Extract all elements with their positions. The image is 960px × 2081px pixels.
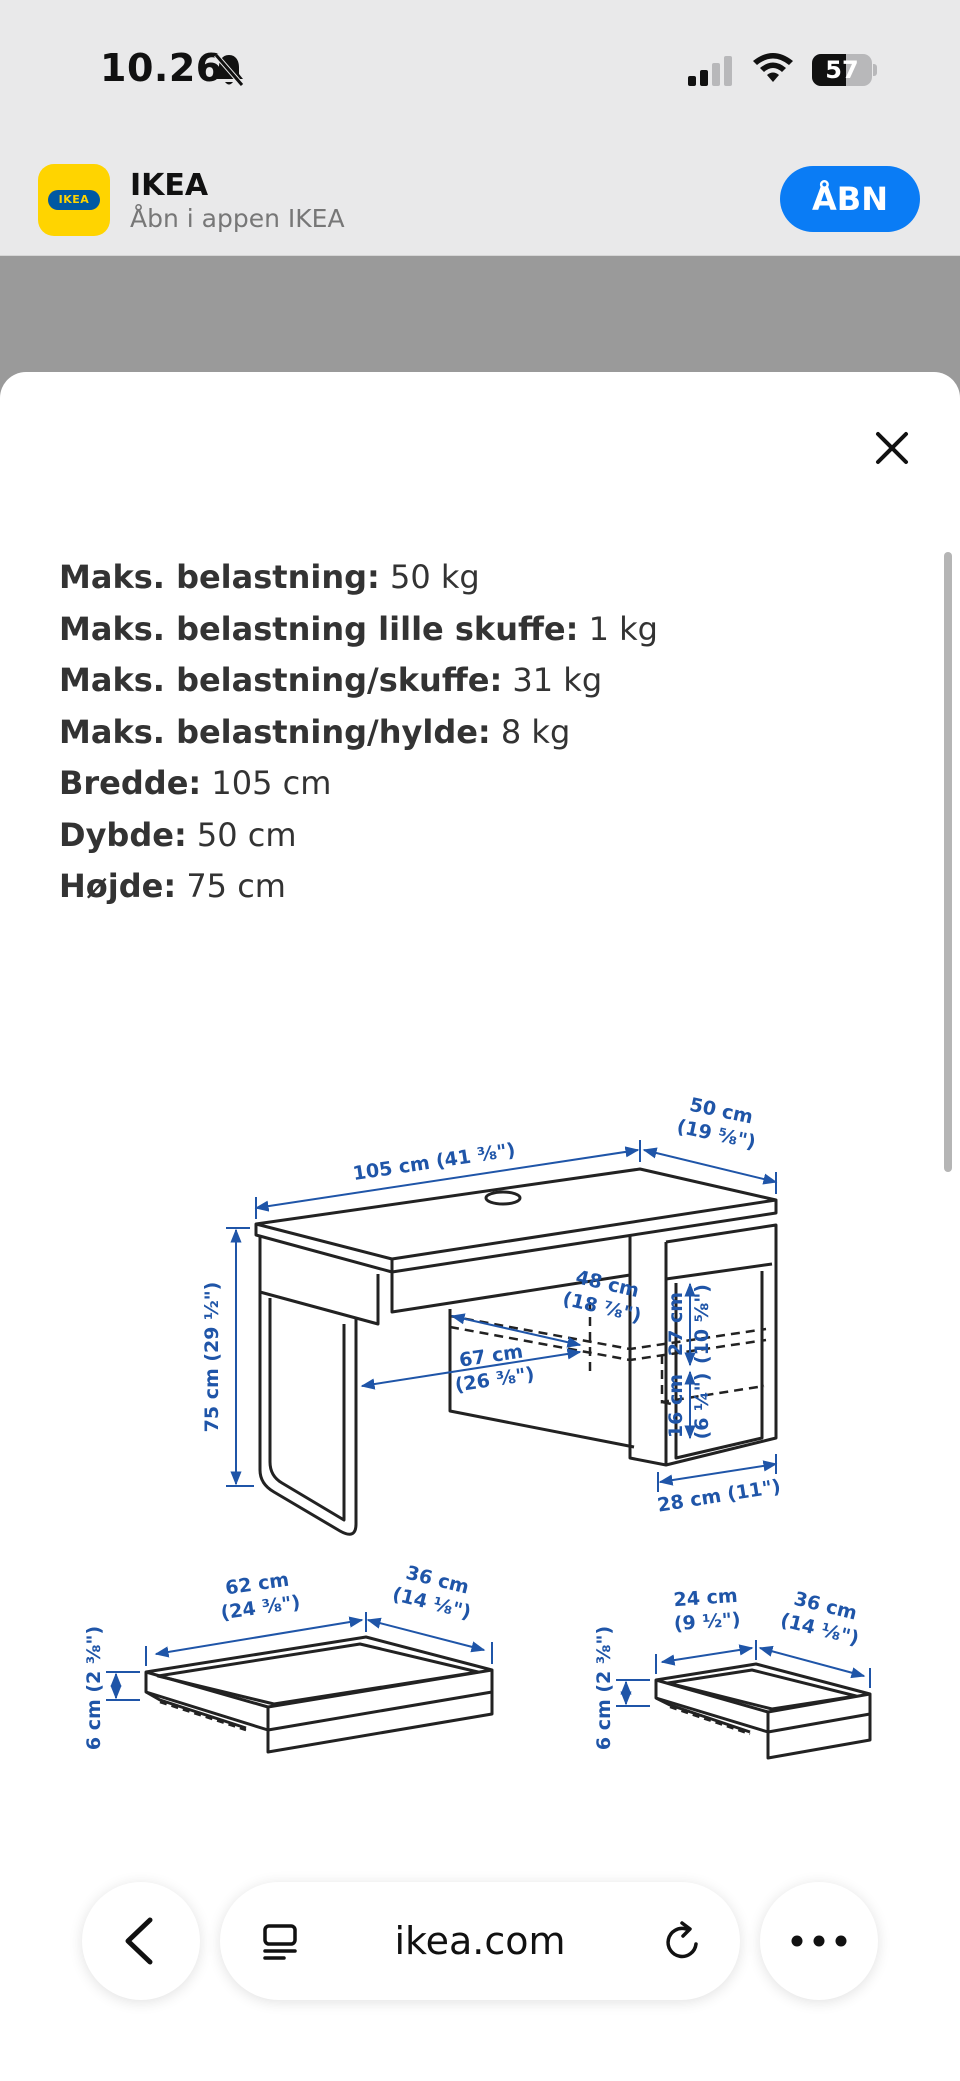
spec-max-load-shelf: Maks. belastning/hylde: 8 kg	[59, 707, 919, 759]
dim-lower-height-cm: 16 cm	[665, 1374, 687, 1438]
battery-level: 57	[825, 56, 859, 84]
close-icon[interactable]	[864, 420, 920, 476]
scrollbar-thumb[interactable]	[944, 552, 952, 1172]
spec-max-load-drawer: Maks. belastning/skuffe: 31 kg	[59, 655, 919, 707]
dim-drawer-small-height: 6 cm (2 ⅜")	[593, 1626, 615, 1750]
spec-list: Maks. belastning: 50 kg Maks. belastning…	[59, 552, 919, 913]
spec-depth: Dybde: 50 cm	[59, 810, 919, 862]
dim-upper-height-cm: 27 cm	[665, 1292, 687, 1356]
spec-value: 1 kg	[588, 609, 658, 648]
dim-drawer-large-height-line: 6 cm (2 ⅜")	[83, 1626, 105, 1750]
dim-upper-height: 27 cm(10 ⅝")	[665, 1284, 713, 1364]
spec-label: Højde:	[59, 867, 177, 905]
reader-icon[interactable]	[258, 1920, 302, 1964]
ellipsis-icon	[791, 1935, 847, 1947]
cellular-signal-icon	[688, 56, 732, 86]
smart-app-banner: IKEA IKEA Åbn i appen IKEA ÅBN	[0, 140, 960, 256]
dim-lower-height-in: (6 ¼")	[691, 1373, 713, 1440]
dim-cabinet-width: 28 cm (11")	[656, 1475, 782, 1516]
url-text[interactable]: ikea.com	[394, 1919, 566, 1963]
spec-max-load: Maks. belastning: 50 kg	[59, 552, 919, 604]
dim-desk-width-line: 105 cm (41 ⅜")	[351, 1139, 516, 1185]
dim-desk-height: 75 cm (29 ½")	[201, 1282, 223, 1433]
ikea-app-icon[interactable]: IKEA	[38, 164, 110, 236]
spec-label: Bredde:	[59, 764, 202, 802]
spec-label: Maks. belastning lille skuffe:	[59, 609, 579, 648]
dimension-drawing: 105 cm (41 ⅜") 50 cm(19 ⅝") 75 cm (29 ½"…	[60, 972, 900, 1852]
spec-label: Maks. belastning:	[59, 558, 380, 596]
small-drawer-illustration	[654, 1662, 872, 1760]
spec-label: Dybde:	[59, 815, 187, 854]
spec-value: 75 cm	[186, 867, 286, 905]
spec-max-load-small-drawer: Maks. belastning lille skuffe: 1 kg	[59, 604, 919, 656]
dim-desk-depth: 50 cm(19 ⅝")	[675, 1092, 763, 1154]
spec-value: 50 cm	[196, 815, 297, 854]
dim-cabinet-width-line: 28 cm (11")	[656, 1475, 782, 1516]
dimmed-page-backdrop[interactable]	[0, 256, 960, 376]
wifi-icon	[753, 53, 793, 82]
dim-desk-height-line: 75 cm (29 ½")	[201, 1282, 223, 1433]
chevron-left-icon	[125, 1917, 153, 1965]
dim-drawer-small-depth: 36 cm(14 ⅛")	[778, 1586, 867, 1650]
status-bar: 10.26 57	[0, 0, 960, 140]
status-time: 10.26	[100, 46, 223, 90]
spec-value: 8 kg	[500, 712, 571, 751]
spec-value: 31 kg	[512, 661, 603, 699]
small-drawer-dimension-lines	[616, 1640, 871, 1707]
spec-height: Højde: 75 cm	[59, 861, 919, 913]
dim-drawer-large-depth: 36 cm(14 ⅛")	[390, 1560, 479, 1624]
spec-value: 50 kg	[389, 558, 480, 596]
dim-lower-height: 16 cm(6 ¼")	[665, 1373, 713, 1440]
dim-shelf-depth: 48 cm(18 ⅞")	[561, 1264, 649, 1327]
open-in-app-button[interactable]: ÅBN	[780, 166, 920, 232]
app-icon-logo-text: IKEA	[58, 193, 90, 206]
dim-inner-width: 67 cm(26 ⅜")	[450, 1339, 536, 1396]
spec-value: 105 cm	[211, 764, 332, 802]
scrollbar[interactable]	[944, 552, 952, 1172]
bell-slash-icon	[214, 53, 244, 87]
dim-desk-width: 105 cm (41 ⅜")	[351, 1139, 516, 1185]
battery-icon: 57	[812, 54, 877, 86]
app-subtitle: Åbn i appen IKEA	[130, 204, 345, 233]
dim-drawer-large-height: 6 cm (2 ⅜")	[83, 1626, 105, 1750]
dimensions-sheet: Maks. belastning: 50 kg Maks. belastning…	[0, 372, 960, 2081]
dimension-lines	[226, 1140, 778, 1492]
address-bar[interactable]: ikea.com	[220, 1882, 740, 2000]
dim-drawer-small-width: 24 cm(9 ½")	[672, 1585, 742, 1636]
large-drawer-illustration	[144, 1635, 494, 1754]
spec-width: Bredde: 105 cm	[59, 758, 919, 810]
dim-drawer-large-width: 62 cm(24 ⅜")	[216, 1568, 302, 1625]
large-drawer-dimension-lines	[106, 1612, 493, 1701]
dim-drawer-small-width-cm: 24 cm	[673, 1585, 739, 1611]
browser-toolbar: ikea.com	[0, 1868, 960, 2081]
reload-icon[interactable]	[660, 1920, 704, 1964]
spec-label: Maks. belastning/hylde:	[59, 712, 491, 751]
spec-label: Maks. belastning/skuffe:	[59, 661, 503, 699]
dim-drawer-small-height-line: 6 cm (2 ⅜")	[593, 1626, 615, 1750]
dim-upper-height-in: (10 ⅝")	[691, 1284, 713, 1364]
app-name: IKEA	[130, 168, 209, 203]
more-button[interactable]	[760, 1882, 878, 2000]
desk-illustration	[254, 1167, 778, 1536]
dimension-drawing-svg: 105 cm (41 ⅜") 50 cm(19 ⅝") 75 cm (29 ½"…	[83, 1092, 872, 1760]
back-button[interactable]	[82, 1882, 200, 2000]
dim-drawer-small-width-in: (9 ½")	[673, 1609, 741, 1636]
